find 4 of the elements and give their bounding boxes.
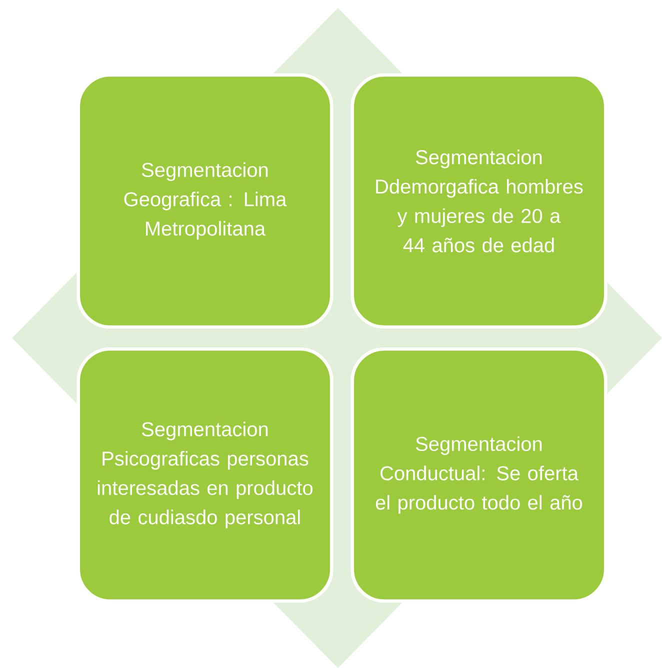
- segment-box: Segmentacion Geografica : Lima Metropolitana: [76, 73, 334, 329]
- segment-box: Segmentacion Ddemorgafica hombres y mujeres de 20 a 44 años de edad: [350, 73, 608, 329]
- segment-box: Segmentacion Conductual: Se oferta el producto todo el año: [350, 347, 608, 603]
- segment-box: Segmentacion Psicograficas personas interesadas en producto de cudiasdo personal: [76, 347, 334, 603]
